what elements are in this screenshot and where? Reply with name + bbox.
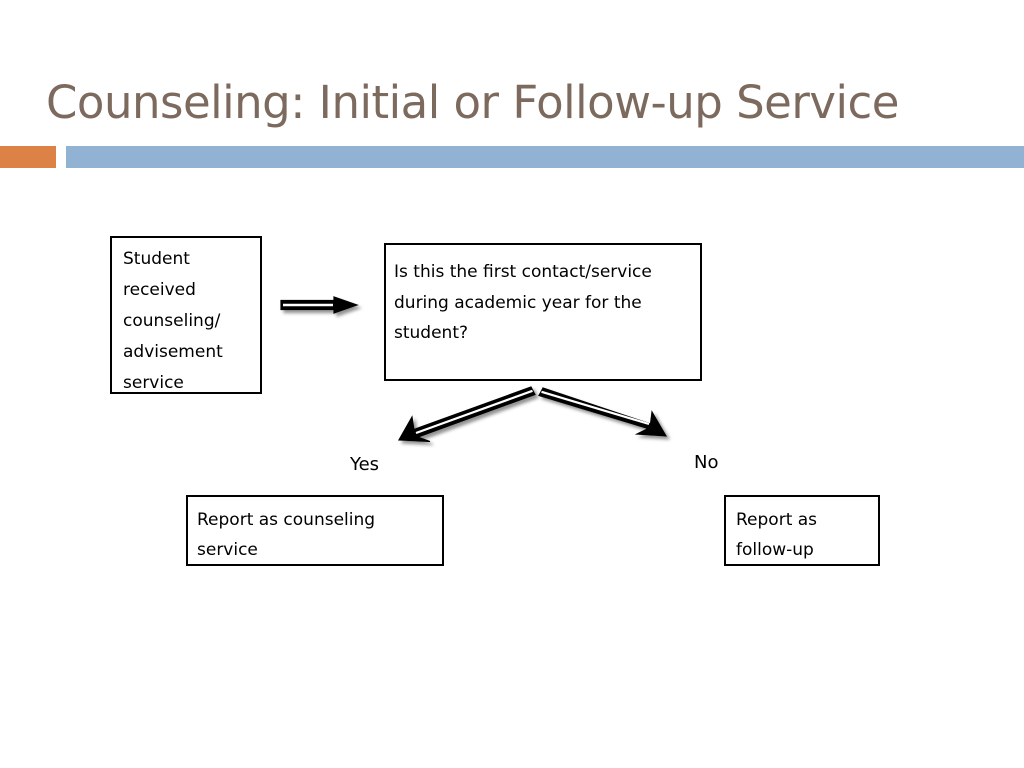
flow-box-report-followup: Report as follow-up: [724, 495, 880, 566]
flow-box-student-received: Student received counseling/ advisement …: [110, 236, 262, 394]
branch-label-yes: Yes: [350, 454, 380, 475]
flow-box-decision-first-contact: Is this the first contact/service during…: [384, 243, 702, 381]
arrow-to-decision-icon: [280, 296, 359, 314]
accent-bar-orange: [0, 146, 56, 168]
arrow-no-branch-icon: [538, 387, 668, 437]
page-title: Counseling: Initial or Follow-up Service: [46, 76, 899, 129]
arrow-yes-branch-icon: [397, 386, 536, 443]
flow-box-report-counseling: Report as counseling service: [186, 495, 444, 566]
branch-label-no: No: [694, 452, 719, 473]
accent-bar-blue: [66, 146, 1024, 168]
